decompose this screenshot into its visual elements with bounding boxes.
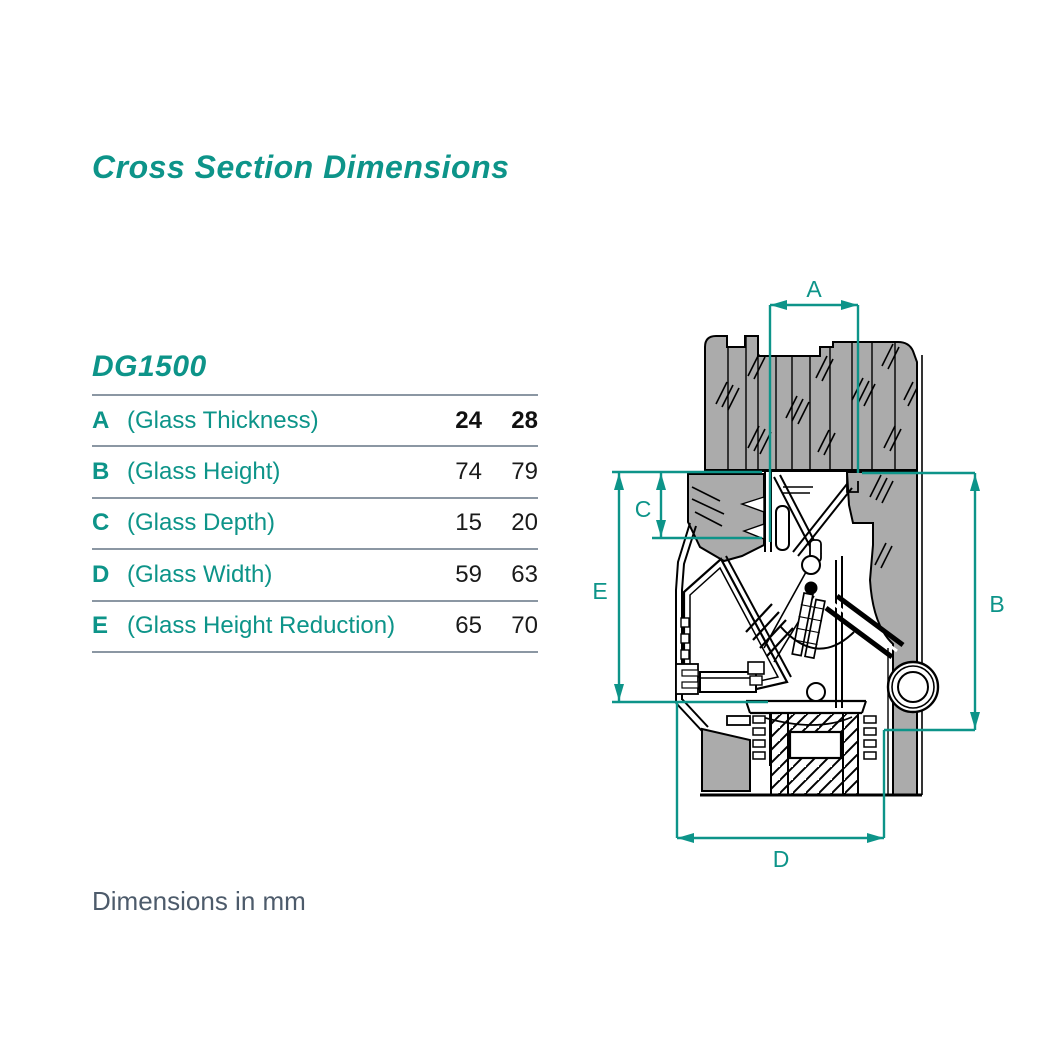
product-name: DG1500 bbox=[92, 350, 207, 383]
dimension-table-body: A (Glass Thickness) 24 28 B (Glass Heigh… bbox=[92, 395, 538, 652]
row-value-1: 74 bbox=[455, 458, 482, 486]
dim-label-e: E bbox=[592, 578, 607, 604]
glass-pane-lines bbox=[727, 336, 896, 470]
handle-ring bbox=[886, 660, 940, 714]
row-letter: E bbox=[92, 612, 109, 640]
table-row: D (Glass Width) 59 63 bbox=[92, 549, 538, 600]
row-value-1: 24 bbox=[455, 406, 482, 434]
row-label: (Glass Depth) bbox=[127, 509, 276, 537]
units-note: Dimensions in mm bbox=[92, 886, 306, 916]
dimension-arrows bbox=[614, 300, 980, 843]
row-letter: D bbox=[92, 560, 110, 588]
sash-profile bbox=[675, 472, 859, 792]
row-letter: C bbox=[92, 509, 110, 537]
row-letter: B bbox=[92, 458, 110, 486]
glass-unit bbox=[704, 335, 918, 471]
row-value-2: 28 bbox=[511, 406, 538, 434]
gasket-right bbox=[863, 715, 877, 760]
dimension-table: A (Glass Thickness) 24 28 B (Glass Heigh… bbox=[92, 394, 538, 653]
row-value-2: 79 bbox=[511, 458, 538, 486]
dim-label-c: C bbox=[635, 496, 652, 522]
row-value-1: 15 bbox=[455, 509, 482, 537]
glazing-bead-left bbox=[687, 473, 765, 563]
dim-label-d: D bbox=[773, 846, 790, 872]
ribbed-detail bbox=[745, 603, 794, 657]
row-value-2: 63 bbox=[511, 560, 538, 588]
glass-hatch-marks bbox=[715, 343, 918, 456]
row-label: (Glass Width) bbox=[127, 560, 273, 588]
table-row: B (Glass Height) 74 79 bbox=[92, 446, 538, 497]
frame-hatch-marks bbox=[869, 474, 894, 569]
outer-frame-right bbox=[845, 355, 923, 796]
row-value-1: 65 bbox=[455, 612, 482, 640]
table-row: C (Glass Depth) 15 20 bbox=[92, 497, 538, 549]
table-row: E (Glass Height Reduction) 65 70 bbox=[92, 600, 538, 652]
dim-label-b: B bbox=[989, 591, 1004, 617]
row-value-2: 20 bbox=[511, 509, 538, 537]
dim-label-a: A bbox=[806, 276, 822, 302]
row-value-2: 70 bbox=[511, 612, 538, 640]
dimension-labels: A B C D E bbox=[592, 276, 1004, 872]
row-label: (Glass Height Reduction) bbox=[127, 612, 396, 640]
gasket-left bbox=[752, 715, 766, 760]
row-letter: A bbox=[92, 406, 110, 434]
hardware bbox=[745, 556, 940, 714]
table-row: A (Glass Thickness) 24 28 bbox=[92, 395, 538, 446]
row-label: (Glass Height) bbox=[127, 458, 281, 486]
page-title: Cross Section Dimensions bbox=[92, 149, 510, 185]
row-label: (Glass Thickness) bbox=[127, 406, 319, 434]
row-value-1: 59 bbox=[455, 560, 482, 588]
